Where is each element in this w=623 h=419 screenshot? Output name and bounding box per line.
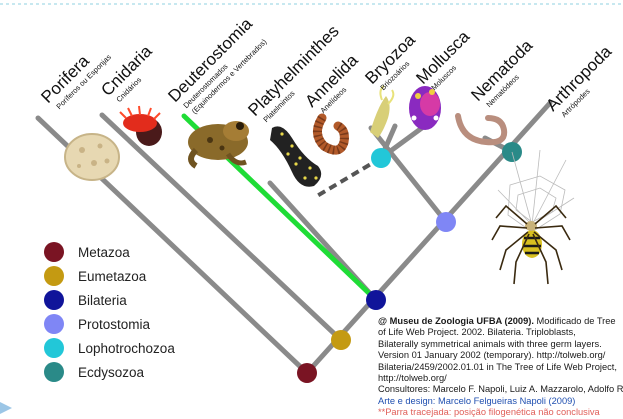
legend-swatch xyxy=(44,290,64,310)
node-ecdysozoa xyxy=(502,142,522,162)
taxon-cnidaria: Cnidaria Cnidários xyxy=(97,41,163,107)
taxon-labels: Porifera Poríferos ou Esponjas Cnidaria … xyxy=(37,14,622,127)
legend-label: Bilateria xyxy=(78,293,127,308)
taxon-mollusca: Mollusca Moluscos xyxy=(412,27,480,95)
branch-annelida-dashed xyxy=(317,158,381,196)
credit-line-2: of Life Web Project. 2002. Bilateria. Tr… xyxy=(378,327,623,338)
legend-item-protostomia: Protostomia xyxy=(44,314,150,334)
credit-line-1: @ Museu de Zoologia UFBA (2009). Modific… xyxy=(378,316,623,327)
nudibranch-icon xyxy=(409,86,441,130)
taxon-arthropoda: Arthropoda Artrópodes xyxy=(542,42,622,122)
segmented-worm-icon xyxy=(317,118,344,150)
credit-line-9: **Parra tracejada: posição filogenética … xyxy=(378,407,623,418)
sponge-icon xyxy=(65,134,119,180)
credit-line-4: Version 01 January 2002 (temporary). htt… xyxy=(378,350,623,361)
legend-item-bilateria: Bilateria xyxy=(44,290,127,310)
legend-label: Lophotrochozoa xyxy=(78,341,175,356)
credit-line-5: Bilateria/2459/2002.01.01 in The Tree of… xyxy=(378,362,623,373)
credit-line-8: Arte e design: Marcelo Felgueiras Napoli… xyxy=(378,396,623,407)
node-metazoa xyxy=(297,363,317,383)
credit-block: @ Museu de Zoologia UFBA (2009). Modific… xyxy=(378,316,623,419)
corner-arrow-icon xyxy=(0,402,12,414)
credit-title: @ Museu de Zoologia UFBA (2009). xyxy=(378,316,534,326)
taxon-porifera: Porifera Poríferos ou Esponjas xyxy=(37,38,113,114)
node-protostomia xyxy=(436,212,456,232)
legend-label: Protostomia xyxy=(78,317,150,332)
credit-line-1-rest: Modificado de Tree xyxy=(534,316,616,326)
credit-line-7: Consultores: Marcelo F. Napoli, Luiz A. … xyxy=(378,384,623,395)
spider-icon xyxy=(492,150,574,284)
legend-item-eumetazoa: Eumetazoa xyxy=(44,266,146,286)
legend-swatch xyxy=(44,314,64,334)
legend-swatch xyxy=(44,242,64,262)
branch-lophotrochozoa xyxy=(371,128,446,222)
legend-item-lophotrochozoa: Lophotrochozoa xyxy=(44,338,175,358)
node-lophotrochozoa xyxy=(371,148,391,168)
taxon-bryozoa: Bryozoa Briozoários xyxy=(361,30,426,95)
node-bilateria xyxy=(366,290,386,310)
credit-line-3: Bilaterally symmetrical animals with thr… xyxy=(378,339,623,350)
roundworm-icon xyxy=(458,116,504,142)
legend-swatch xyxy=(44,266,64,286)
legend-label: Metazoa xyxy=(78,245,130,260)
credit-line-6: http://tolweb.org/ xyxy=(378,373,623,384)
legend-item-ecdysozoa: Ecdysozoa xyxy=(44,362,144,382)
legend-item-metazoa: Metazoa xyxy=(44,242,130,262)
node-eumetazoa xyxy=(331,330,351,350)
legend-swatch xyxy=(44,338,64,358)
legend-swatch xyxy=(44,362,64,382)
legend-label: Eumetazoa xyxy=(78,269,146,284)
legend-label: Ecdysozoa xyxy=(78,365,144,380)
taxon-nematoda: Nematoda Nematódeos xyxy=(467,36,543,112)
bryozoan-icon xyxy=(370,86,393,138)
